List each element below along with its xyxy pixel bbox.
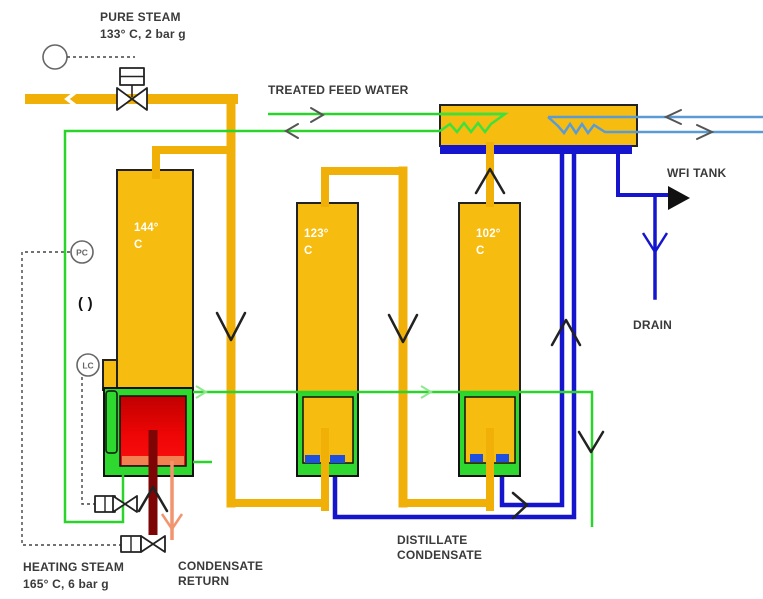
lc-tag: LC <box>82 361 93 371</box>
pure-steam-valve-icon <box>131 87 148 111</box>
effect-2-temp-unit: C <box>304 245 313 257</box>
effect-2-vapour-outlet <box>321 167 407 207</box>
feed-water-distribution-line <box>193 390 594 527</box>
flow-arrows <box>64 90 690 520</box>
effect-3-condensate-right <box>496 454 509 462</box>
drain-label: DRAIN <box>633 318 672 332</box>
effect-1-level-leg <box>105 390 118 454</box>
pc-signal-line <box>21 251 121 546</box>
feed-control-valve-icon <box>112 495 126 513</box>
feed-control-valve-icon <box>124 495 138 513</box>
effect-1-temp-unit: C <box>134 239 143 251</box>
distillate-label-line1: DISTILLATE <box>397 533 467 547</box>
pressure-controller-icon <box>70 240 94 264</box>
treated-feed-water-label: TREATED FEED WATER <box>268 83 409 97</box>
pure-steam-conditions: 133° C, 2 bar g <box>100 27 186 41</box>
effect-2-condensate-right <box>330 455 345 463</box>
feed-in-arrow-icon <box>310 107 325 123</box>
effect-3-temp-unit: C <box>476 245 485 257</box>
distillate-arrow-icon <box>511 491 529 520</box>
effect-2-temperature: 123° <box>304 228 329 240</box>
steam-piping <box>25 94 494 511</box>
valves <box>94 67 166 553</box>
effect-3-column <box>458 202 521 394</box>
lc-signal-line <box>81 377 95 505</box>
effect-3-condensate-left <box>470 454 483 462</box>
condenser-sump <box>440 145 632 154</box>
effect-2-condensate-left <box>305 455 320 463</box>
pure-steam-label: PURE STEAM <box>100 10 181 24</box>
feed-flow-arrow-icon <box>195 385 208 399</box>
drain-arrow-icon <box>641 232 669 254</box>
pure-steam-break-icon <box>64 90 78 108</box>
wfi-tank-label: WFI TANK <box>667 166 726 180</box>
feed-flow-arrow-icon <box>420 385 433 399</box>
condenser-coils <box>284 107 763 140</box>
wfi-tank-arrow-icon <box>668 186 690 210</box>
effect-3-temperature: 102° <box>476 228 501 240</box>
feed-out-arrow-icon <box>284 123 299 139</box>
heating-steam-lines <box>148 430 184 540</box>
effect-1-vapour-outlet <box>152 146 235 179</box>
labels: PURE STEAM 133° C, 2 bar g TREATED FEED … <box>23 10 726 591</box>
condensate-return-label-line2: RETURN <box>178 574 229 588</box>
effect-1-temperature: 144° <box>134 222 159 234</box>
heating-steam-conditions: 165° C, 6 bar g <box>23 577 109 591</box>
wfi-outlet-pipe <box>616 148 670 197</box>
heating-steam-valve-icon <box>140 535 154 553</box>
condenser <box>439 104 638 147</box>
level-controller-icon <box>76 353 100 377</box>
effect-2-distillate-pipe <box>332 149 577 520</box>
up-flow-arrow-icon <box>474 167 506 195</box>
heating-steam-label: HEATING STEAM <box>23 560 124 574</box>
pressure-transmitter-icon <box>42 44 68 70</box>
cooling-water-coil-outlet <box>547 116 763 136</box>
effect-1-column <box>116 169 194 391</box>
feed-down-arrow-icon <box>577 430 605 454</box>
condensate-return-label-line1: CONDENSATE <box>178 559 263 573</box>
steam-trap-symbol: ( ) <box>78 295 93 312</box>
distillate-label-line2: CONDENSATE <box>397 548 482 562</box>
cooling-in-arrow-icon <box>663 109 682 125</box>
down-flow-arrow-icon <box>387 313 419 344</box>
up-flow-arrow-icon <box>550 318 582 347</box>
pure-steam-valve-icon <box>116 87 133 111</box>
control-signal-lines: PC LC <box>21 44 135 546</box>
condensate-return-arrow-icon <box>160 513 184 532</box>
heating-chambers <box>103 387 521 477</box>
pc-tag: PC <box>76 248 88 258</box>
heating-steam-arrow-icon <box>137 485 169 513</box>
down-flow-arrow-icon <box>215 311 247 342</box>
cooling-out-arrow-icon <box>696 124 715 140</box>
condenser-feed-coil <box>439 112 509 135</box>
heating-steam-valve-icon <box>152 535 166 553</box>
